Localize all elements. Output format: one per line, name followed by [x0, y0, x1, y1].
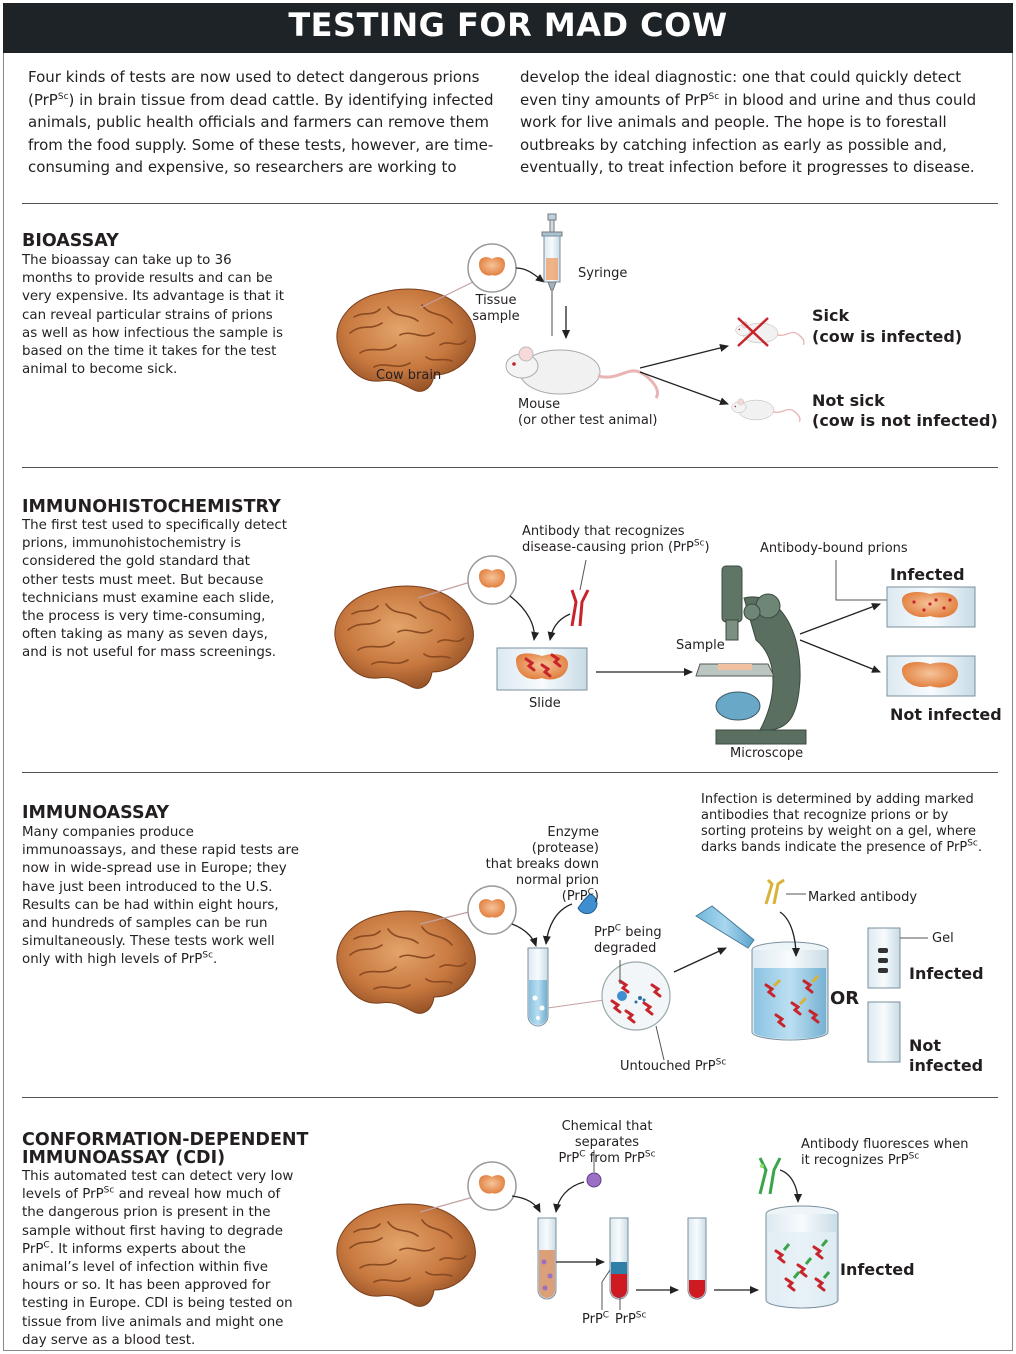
ihc-text: The first test used to specifically dete…	[22, 518, 287, 661]
antibody-icon	[570, 589, 590, 627]
intro-right: develop the ideal diagnostic: one that c…	[520, 68, 977, 176]
gel-not-infected	[867, 1001, 901, 1063]
not-sick-label: Not sick	[812, 391, 885, 410]
mouse-image	[504, 345, 660, 400]
prpc-label: PrPC	[582, 1310, 610, 1327]
healthy-mouse-image	[731, 398, 801, 423]
cdi-tube-1	[537, 1217, 557, 1300]
gel-label: Gel	[932, 931, 954, 946]
mouse-label: Mouse(or other test animal)	[518, 397, 658, 428]
cdi-tube-3	[687, 1217, 707, 1300]
protease-icon	[577, 893, 598, 915]
fluorescing-antibody-icon	[758, 1157, 782, 1195]
divider	[22, 1097, 998, 1098]
sick-mouse-image	[735, 317, 805, 347]
not-sick-sub-label: (cow is not infected)	[812, 411, 998, 430]
ihc-infected-label: Infected	[890, 565, 965, 584]
bioassay-heading: BIOASSAY	[22, 231, 119, 251]
marked-antibody-icon	[764, 878, 785, 905]
cdi-text: This automated test can detect very low …	[22, 1169, 294, 1348]
microscope-label: Microscope	[730, 746, 804, 761]
cdi-tube-2	[601, 1217, 629, 1310]
pipette	[695, 905, 755, 949]
page-title: TESTING FOR MAD COW	[288, 6, 728, 44]
immunoassay-not-infected-label: Not infected	[909, 1036, 984, 1075]
sample-label: Sample	[676, 638, 725, 653]
cdi-beaker	[765, 1205, 839, 1309]
antibody-bound-label: Antibody-bound prions	[760, 541, 908, 556]
divider	[22, 203, 998, 204]
test-tube	[527, 947, 549, 1027]
slide-label: Slide	[529, 696, 561, 711]
microscope-image	[695, 565, 807, 745]
intro-left: Four kinds of tests are now used to dete…	[28, 68, 494, 176]
infection-note: Infection is determined by adding marked…	[701, 792, 983, 855]
cow-brain-label: Cow brain	[376, 368, 442, 383]
sick-sub-label: (cow is infected)	[812, 327, 963, 346]
marked-antibody-label: Marked antibody	[808, 890, 918, 905]
immunoassay-infected-label: Infected	[909, 964, 984, 983]
title-bar	[3, 3, 1013, 53]
syringe-label: Syringe	[578, 266, 628, 281]
infected-slide-image	[886, 586, 976, 628]
uninfected-slide-image	[886, 655, 976, 697]
divider	[22, 772, 998, 773]
degradation-circle	[601, 961, 671, 1031]
bioassay-text: The bioassay can take up to 36 months to…	[22, 253, 284, 378]
chemical-icon	[586, 1172, 602, 1188]
prpsc-label: PrPSc	[615, 1310, 647, 1327]
ihc-not-infected-label: Not infected	[890, 705, 1002, 724]
sick-label: Sick	[812, 306, 850, 325]
cdi-infected-label: Infected	[840, 1260, 915, 1279]
or-label: OR	[830, 988, 860, 1009]
syringe-icon	[541, 213, 563, 336]
immunoassay-text: Many companies produce immunoassays, and…	[22, 825, 299, 968]
ihc-heading: IMMUNOHISTOCHEMISTRY	[22, 497, 281, 517]
slide-image	[496, 647, 588, 691]
divider	[22, 467, 998, 468]
gel-infected	[867, 927, 901, 989]
immunoassay-heading: IMMUNOASSAY	[22, 803, 170, 823]
untouched-label: Untouched PrPSc	[620, 1057, 727, 1074]
beaker	[751, 941, 829, 1041]
